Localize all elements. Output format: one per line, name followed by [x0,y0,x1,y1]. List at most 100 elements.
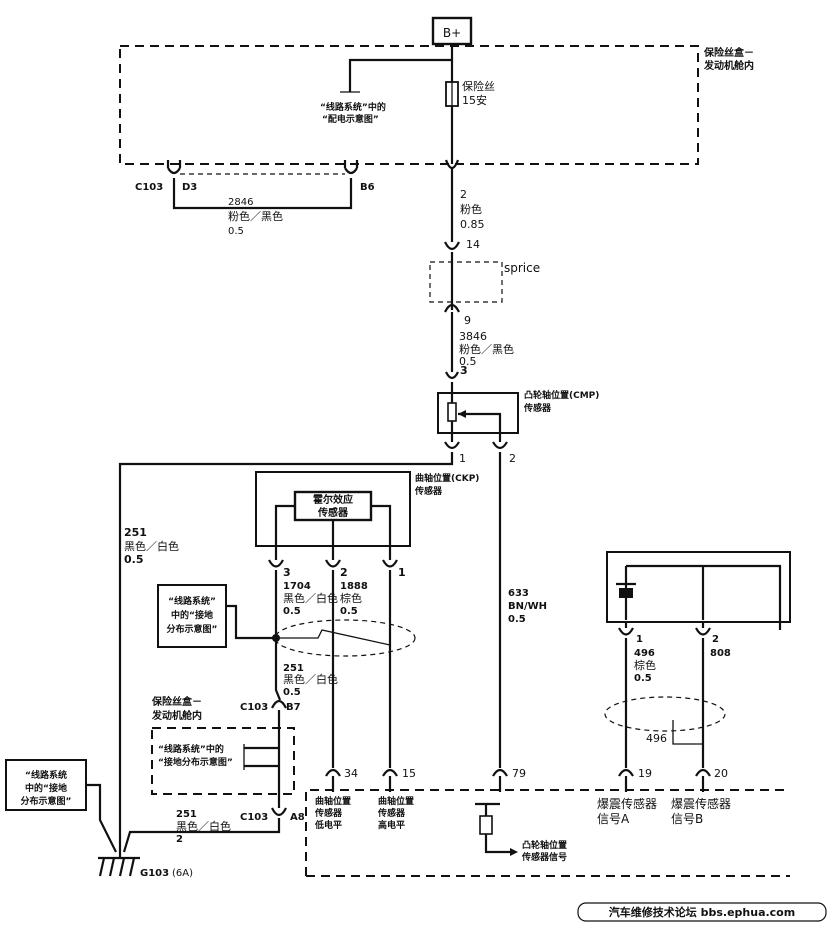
wire-251-left-circuit: 251 [124,526,147,539]
battery-positive: B+ [431,16,473,46]
ecm-cmp-signal-2: 传感器信号 [521,851,567,863]
fuse-box-top-label-1: 保险丝盒－ [703,46,754,59]
ecm-cmp-pullup [475,802,518,856]
wire-3846-circuit: 3846 [459,330,487,343]
cmp-pin-1: 1 [459,452,466,465]
wire-251-mid-circuit: 251 [283,663,304,674]
wire-251-mid-color: 黑色／白色 [283,672,338,686]
ecm-knock-a-2: 信号A [597,812,630,826]
ckp-shield [274,619,416,657]
knock-wire-b-circuit: 808 [710,648,731,659]
svg-text:中的“接地: 中的“接地 [25,782,67,794]
ecm-ckp-low-2: 传感器 [314,807,343,819]
c103-pin-a8: A8 [290,812,305,823]
watermark: 汽车维修技术论坛 bbs.ephua.com [577,902,827,922]
fuse-box-mid-label-1: 保险丝盒－ [151,695,202,708]
svg-text:分布示意图”: 分布示意图” [167,623,218,635]
wire-251-mid-gauge: 0.5 [283,687,301,698]
ecm-ckp-high-2: 传感器 [377,807,406,819]
fuse-label: 保险丝 [462,79,495,93]
wire-1888-gauge: 0.5 [340,606,358,617]
fuse-box-mid-label-2: 发动机舱内 [151,709,202,722]
wire-2846-circuit: 2846 [228,197,253,208]
wire-251-bottom-circuit: 251 [176,809,197,820]
ground-ref-inner-2: “接地分布示意图” [158,756,233,768]
svg-text:汽车维修技术论坛 bbs.ephua.com: 汽车维修技术论坛 bbs.ephua.com [609,905,795,919]
knock-pin-2: 2 [712,634,719,645]
ckp-pin-3: 3 [283,566,291,579]
knock-wire-a-circuit: 496 [634,648,655,659]
ecm-knock-a-1: 爆震传感器 [597,796,657,811]
ecm-cmp-signal-1: 凸轮轴位置 [522,839,567,851]
wire-633-color: BN/WH [508,601,547,612]
wire-1704-circuit: 1704 [283,581,311,592]
knock-pin-1: 1 [636,634,643,645]
wire-251-bottom-color: 黑色／白色 [176,819,231,833]
wire-633-gauge: 0.5 [508,614,526,625]
knock-shield-circuit: 496 [646,732,667,745]
c103-d3-b6 [166,160,359,210]
c103-pin-b6: B6 [360,182,375,193]
ecm-ckp-low-3: 低电平 [314,819,342,831]
splice-pin-top: 14 [466,238,480,251]
wire-251-left-color: 黑色／白色 [124,539,179,553]
wire-1704-color: 黑色／白色 [283,591,338,605]
ecm-pin-20: 20 [714,767,728,780]
ecm-knock-b-2: 信号B [671,812,703,826]
ground-symbol [98,852,140,877]
svg-text:分布示意图”: 分布示意图” [21,795,72,807]
ecm-pin-15: 15 [402,767,416,780]
wire-2846-color: 粉色／黑色 [228,209,283,223]
power-ref-label-2: “配电示意图” [322,113,379,125]
ground-sub: (6A) [172,868,193,879]
c103-b7-connector: C103 [240,702,268,713]
wire-251-bottom-gauge: 2 [176,834,183,845]
ckp-label-2: 传感器 [414,485,443,497]
ground-ref-box-left: “线路系统 中的“接地 分布示意图” [5,759,87,811]
main-wire-color: 粉色 [460,202,482,216]
knock-shield [604,696,726,732]
wire-1704-gauge: 0.5 [283,606,301,617]
ecm-box [305,789,790,876]
cmp-sensor [437,392,519,434]
ckp-pin-1: 1 [398,566,406,579]
ecm-pin-34: 34 [344,767,358,780]
fuse-box-top [119,45,699,165]
knock-wire-a-gauge: 0.5 [634,673,652,684]
c103-pin-d3: D3 [182,182,197,193]
splice-pin-bottom: 9 [464,314,471,327]
ground-ref-box: “线路系统” 中的“接地 分布示意图” [157,584,227,648]
ecm-ckp-low-1: 曲轴位置 [315,795,351,807]
cmp-pin-in: 3 [460,364,468,377]
svg-text:B+: B+ [443,26,461,40]
ecm-knock-b-1: 爆震传感器 [671,796,731,811]
ecm-pin-79: 79 [512,767,526,780]
ground-ref-inner-1: “线路系统”中的 [158,743,224,755]
wire-1888-color: 棕色 [340,591,362,605]
fuse-box-mid [151,727,295,795]
wire-633-circuit: 633 [508,588,529,599]
svg-text:“线路系统: “线路系统 [25,769,67,781]
c103-top-connector: C103 [135,182,163,193]
ground-label: G103 [140,868,169,879]
wire-1888-circuit: 1888 [340,581,368,592]
hall-label-1: 霍尔效应 [313,493,353,506]
splice-label: sprice [504,261,540,275]
cmp-label-1: 凸轮轴位置(CMP) [524,389,599,401]
knock-wire-a-color: 棕色 [634,658,656,672]
ckp-pin-2: 2 [340,566,348,579]
ecm-ckp-high-1: 曲轴位置 [378,795,414,807]
fuse-rating: 15安 [462,93,487,107]
cmp-label-2: 传感器 [523,402,552,414]
ckp-label-1: 曲轴位置(CKP) [415,472,479,484]
main-wire-gauge: 0.85 [460,218,485,231]
wire-3846-color: 粉色／黑色 [459,342,514,356]
svg-text:“线路系统”: “线路系统” [168,595,216,607]
wire-251-left-gauge: 0.5 [124,553,144,566]
power-ref-label-1: “线路系统”中的 [320,101,386,113]
fuse-15a [445,81,459,107]
main-wire-pin: 2 [460,188,467,201]
cmp-pin-2: 2 [509,452,516,465]
ecm-ckp-high-3: 高电平 [378,819,405,831]
